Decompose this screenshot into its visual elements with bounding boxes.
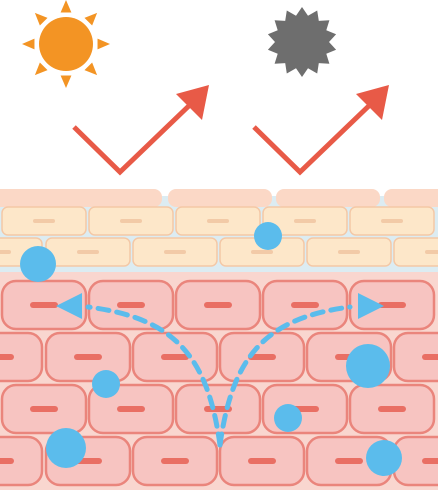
particle	[92, 370, 120, 398]
check-arrow-left-line	[72, 98, 197, 176]
sun-ray	[84, 62, 98, 76]
lower-cell-nucleus	[0, 458, 14, 464]
upper-cell-nucleus	[294, 219, 316, 223]
lower-cell-nucleus	[0, 354, 14, 360]
sun-ray	[22, 38, 35, 50]
particle	[20, 246, 56, 282]
surface-layer	[0, 189, 438, 207]
sun-ray	[34, 62, 48, 76]
lower-cell-layer	[0, 279, 438, 487]
lower-cell-nucleus	[161, 458, 189, 464]
upper-cell-nucleus	[0, 250, 11, 254]
lower-cell-nucleus	[30, 406, 58, 412]
lower-cell	[0, 331, 44, 383]
sun-ray	[34, 12, 48, 26]
check-arrow-left-icon	[72, 85, 209, 176]
flow-path-right	[217, 304, 353, 448]
surface-cell	[168, 189, 272, 207]
lower-cell	[392, 331, 438, 383]
upper-cell-nucleus	[338, 250, 360, 254]
upper-cell-nucleus	[381, 219, 403, 223]
particle	[346, 344, 390, 388]
lower-cell-nucleus	[378, 302, 406, 308]
sun-ray	[97, 38, 110, 50]
spiky-burst-icon	[267, 7, 337, 77]
upper-cell-nucleus	[77, 250, 99, 254]
upper-cell-nucleus	[33, 219, 55, 223]
lower-cell-nucleus	[248, 354, 276, 360]
upper-cell-nucleus	[251, 250, 273, 254]
lower-cell-nucleus	[204, 302, 232, 308]
sun-ray	[60, 0, 72, 13]
arrowhead-right-icon	[358, 293, 384, 319]
lower-cell-nucleus	[117, 406, 145, 412]
upper-cell-nucleus	[120, 219, 142, 223]
flow-paths	[56, 293, 384, 448]
sun-icon	[22, 0, 110, 88]
upper-cell-nucleus	[164, 250, 186, 254]
particle	[46, 428, 86, 468]
upper-cell	[393, 237, 438, 267]
lower-cell-nucleus	[117, 302, 145, 308]
particle	[366, 440, 402, 476]
check-arrow-left-head	[176, 85, 209, 120]
lower-cell-nucleus	[422, 354, 438, 360]
upper-cell-layer	[0, 206, 438, 267]
check-arrow-right-head	[356, 85, 389, 120]
surface-cell	[276, 189, 380, 207]
lower-cell-nucleus	[378, 406, 406, 412]
surface-cell	[0, 189, 74, 207]
lower-cell-nucleus	[248, 458, 276, 464]
sun-rays	[22, 0, 110, 88]
particle	[254, 222, 282, 250]
particle	[274, 404, 302, 432]
lower-cell-nucleus	[74, 354, 102, 360]
particles	[20, 222, 402, 476]
sun-ray	[60, 75, 72, 88]
check-arrow-right-line	[252, 98, 377, 176]
surface-cell	[384, 189, 438, 207]
lower-cell-nucleus	[335, 458, 363, 464]
arrowhead-left-icon	[56, 293, 82, 319]
lower-cell-nucleus	[161, 354, 189, 360]
lower-cell-nucleus	[30, 302, 58, 308]
flow-path-left	[85, 304, 223, 448]
upper-cell-nucleus	[207, 219, 229, 223]
lower-cell	[0, 435, 44, 487]
lower-cell-nucleus	[422, 458, 438, 464]
surface-cell	[58, 189, 162, 207]
sun-core	[39, 17, 93, 71]
sun-ray	[84, 12, 98, 26]
check-arrow-right-icon	[252, 85, 389, 176]
upper-cell-nucleus	[425, 250, 438, 254]
lower-cell-nucleus	[291, 302, 319, 308]
